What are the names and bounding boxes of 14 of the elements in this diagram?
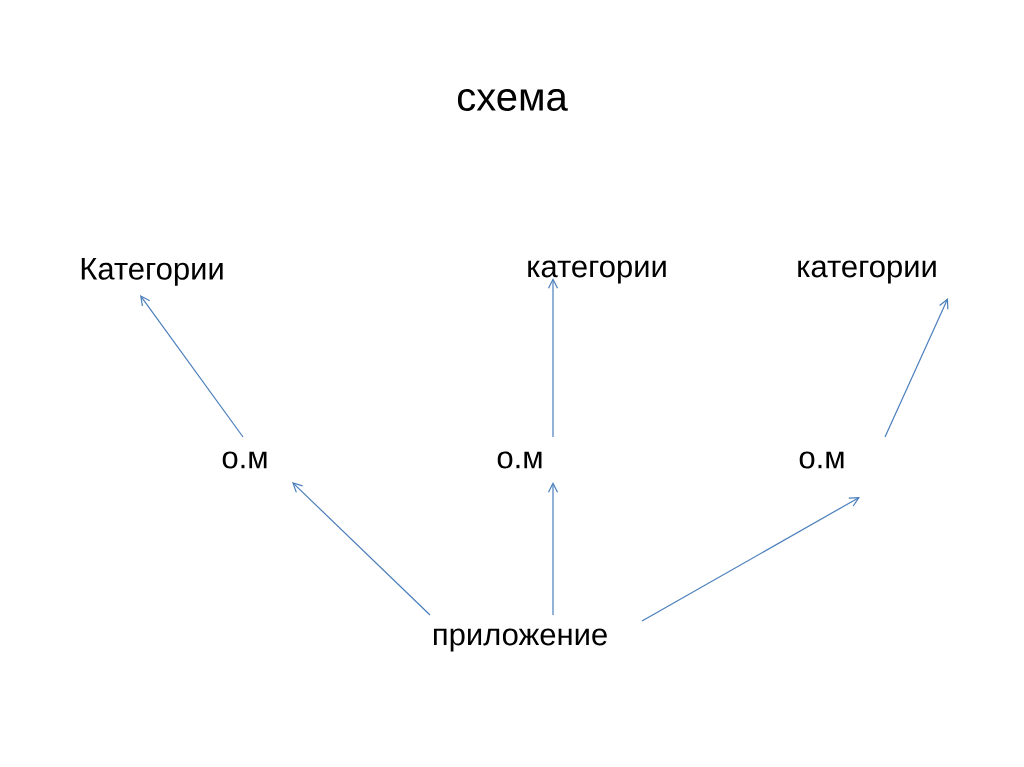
node-label: приложение [434,628,607,652]
arrow [641,497,860,622]
arrow [884,298,949,438]
node-label: категории [528,260,666,284]
arrow [547,482,559,616]
arrow [547,278,559,438]
arrow [140,295,244,438]
arrow [292,482,431,616]
node-label: о.м [497,451,542,469]
node-label: Категории [81,258,223,286]
node-label: категории [798,260,936,284]
node-label: о.м [799,451,844,469]
node-label: о.м [222,451,267,469]
title: схема [457,89,568,111]
